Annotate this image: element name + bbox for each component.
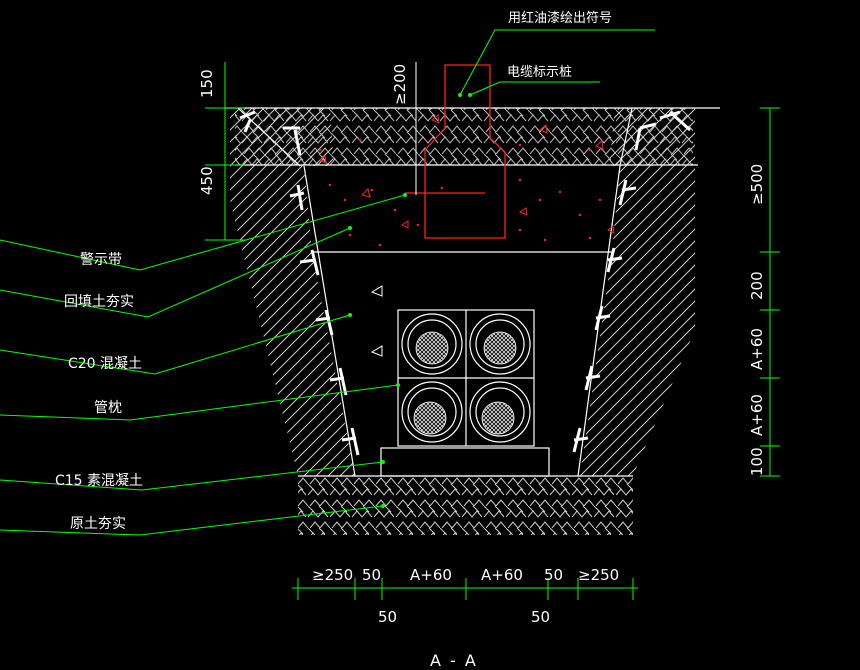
bottom-dim-row2: 50 50	[378, 608, 550, 626]
dim-bottom: 50	[362, 566, 381, 584]
dim-bottom: A+60	[481, 566, 523, 584]
dim-marker-height: ≥200	[391, 64, 409, 105]
dim-bottom: 50	[544, 566, 563, 584]
bottom-dim-row1: ≥250 50 A+60 A+60 50 ≥250	[312, 566, 619, 584]
bottom-dim-lines	[292, 578, 638, 600]
label-c15-concrete: C15 素混凝土	[55, 473, 143, 489]
dim-right-3: A+60	[748, 394, 766, 436]
conduit-pipe	[469, 381, 531, 443]
dim-right-1: 200	[748, 271, 766, 300]
wall-anchors	[239, 110, 692, 456]
dim-bottom: ≥250	[312, 566, 353, 584]
label-conduit: 管枕	[94, 400, 122, 416]
concrete-markers	[370, 285, 383, 357]
label-native-soil: 原土夯实	[70, 516, 126, 532]
marker-post-dim	[410, 62, 422, 195]
leader-lines	[0, 29, 655, 536]
dim-right-2: A+60	[748, 328, 766, 370]
right-dim-lines	[760, 107, 780, 477]
backfill-triangles	[319, 114, 615, 234]
left-dim-lines	[205, 62, 245, 241]
conduit-group	[380, 309, 550, 477]
backfill-specks	[318, 138, 602, 247]
dim-bottom: ≥250	[578, 566, 619, 584]
label-backfill: 回填土夯实	[64, 294, 134, 310]
label-warning-tape: 警示带	[80, 252, 122, 268]
conduit-pipe	[401, 313, 463, 375]
callout-red-paint: 用红油漆绘出符号	[508, 10, 612, 26]
marker-post	[405, 64, 506, 239]
dim-right-total: ≥500	[748, 164, 766, 205]
dim-bottom: 50	[531, 608, 550, 626]
section-title: A - A	[430, 651, 478, 670]
backfill-zone	[304, 166, 620, 252]
dim-bottom: 50	[378, 608, 397, 626]
conduit-pipe	[401, 381, 463, 443]
leader-dots	[348, 93, 472, 508]
dim-right-4: 100	[748, 447, 766, 476]
label-c20-concrete: C20 混凝土	[68, 356, 142, 372]
callout-marker-post: 电缆标示桩	[507, 64, 572, 80]
conduit-pipe	[469, 313, 531, 375]
surface-layer-hatch	[235, 108, 693, 165]
dim-left-middle: 450	[198, 166, 216, 195]
dim-left-top: 150	[198, 69, 216, 98]
bottom-layer-hatch	[298, 476, 633, 535]
dim-bottom: A+60	[410, 566, 452, 584]
concrete-zone	[312, 252, 612, 476]
